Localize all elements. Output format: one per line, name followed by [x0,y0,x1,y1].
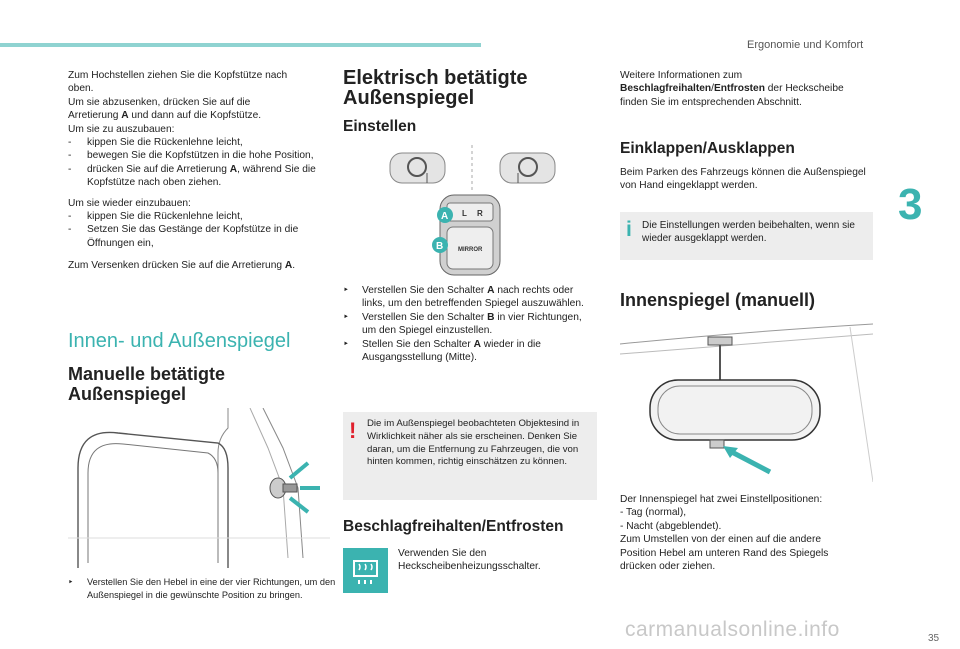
list-item: -drücken Sie auf die Arretierung A, währ… [68,163,316,189]
list-item: -kippen Sie die Rückenlehne leicht, [68,211,243,223]
list-item: -Setzen Sie das Gestänge der Kopfstütze … [68,224,299,249]
mirror-switch-illustration: L R MIRROR A B [389,145,556,276]
chapter-number: 3 [898,180,923,229]
switch-label-mirror: MIRROR [458,247,483,253]
para-line: Um sie wieder einzubauen: [68,197,191,209]
list-item: ‣Stellen Sie den Schalter A wieder in di… [343,338,541,364]
para-line: Arretierung A und dann auf die Kopfstütz… [68,110,262,122]
rear-defrost-icon [343,548,388,593]
subheading-einklappen: Einklappen/Ausklappen [620,140,795,157]
figure-caption: ‣Verstellen Sie den Hebel in eine der vi… [68,577,336,600]
heading-electric-mirrors: Elektrisch betätigte Außenspiegel [343,67,528,109]
para-line: Um sie zu auszubauen: [68,123,175,135]
headrest-instructions: Zum Hochstellen ziehen Sie die Kopfstütz… [68,69,330,273]
callout-a: A [441,211,448,222]
subheading: Manuelle betätigte Außenspiegel [68,364,226,404]
adjustment-steps: ‣Verstellen Sie den Schalter A nach rech… [343,284,597,364]
callout-b: B [436,241,443,252]
page-number: 35 [928,633,940,644]
para-line: Zum Hochstellen ziehen Sie die Kopfstütz… [68,70,288,81]
switch-label-l: L [462,209,467,218]
interior-mirror-text: Der Innenspiegel hat zwei Einstellpositi… [620,494,829,573]
header-accent-bar [0,43,481,47]
fold-text: Beim Parken des Fahrzeugs können die Auß… [620,167,866,192]
warning-icon: ! [349,418,357,443]
list-item: ‣Verstellen Sie den Schalter B in vier R… [343,311,582,337]
defrost-reference: Weitere Informationen zum Beschlagfreiha… [620,70,844,108]
defrost-text: Verwenden Sie den Heckscheibenheizungssc… [398,548,541,573]
info-icon: i [626,218,632,241]
warning-text: Die im Außenspiegel beobachteten Objekte… [367,418,580,468]
para-line: Um sie abzusenken, drücken Sie auf die [68,96,251,108]
manual-mirror-illustration [68,408,330,568]
warning-box: ! Die im Außenspiegel beobachteten Objek… [343,412,597,500]
list-item: -kippen Sie die Rückenlehne leicht, [68,137,243,149]
section-heading: Innen- und Außenspiegel [68,330,291,352]
list-item: ‣Verstellen Sie den Schalter A nach rech… [343,285,584,310]
section-title: Ergonomie und Komfort [747,39,864,51]
switch-label-r: R [477,209,483,218]
para-line: Zum Versenken drücken Sie auf die Arreti… [68,260,296,272]
interior-mirror-illustration [620,323,873,482]
watermark: carmanualsonline.info [625,618,840,641]
subheading-beschlag: Beschlagfreihalten/Entfrosten [343,518,564,535]
para-line: oben. [68,83,94,95]
list-item: -bewegen Sie die Kopfstützen in die hohe… [68,150,314,162]
heading-innenspiegel: Innenspiegel (manuell) [620,290,816,310]
info-box: i Die Einstellungen werden beibehalten, … [620,212,873,260]
subheading-einstellen: Einstellen [343,118,417,135]
info-text: Die Einstellungen werden beibehalten, we… [642,220,855,245]
